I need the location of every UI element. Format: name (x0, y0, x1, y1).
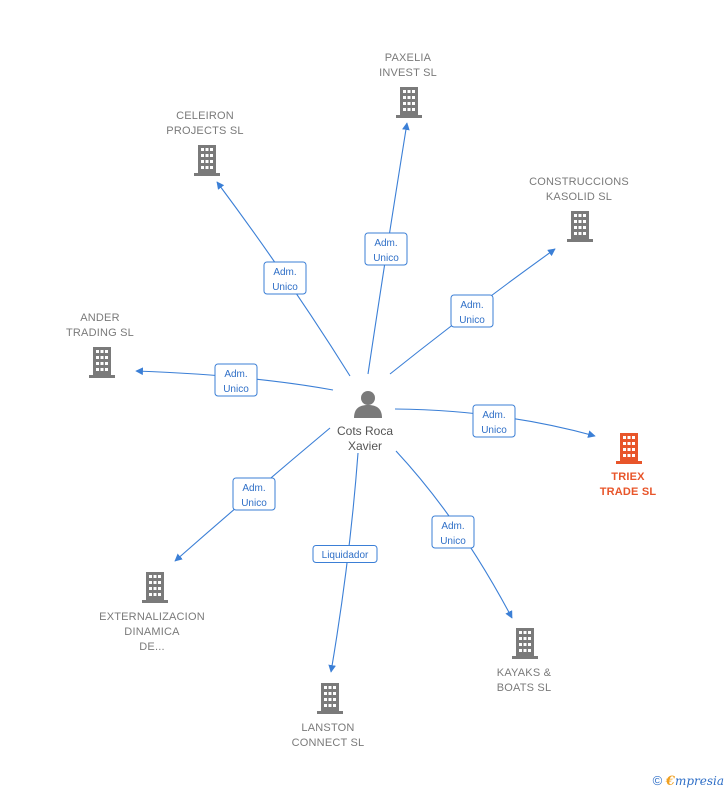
company-node-lanston[interactable]: LANSTON CONNECT SL (292, 683, 365, 749)
company-name-line: PROJECTS SL (166, 125, 243, 137)
edges-layer: Adm.UnicoAdm.UnicoAdm.UnicoAdm.UnicoAdm.… (135, 122, 596, 673)
building-icon (396, 87, 422, 118)
company-name-line: TRADE SL (600, 486, 657, 498)
role-label: Adm. (482, 410, 505, 421)
edge-construccions: Adm. Unico (389, 248, 556, 375)
role-label: Adm. (374, 238, 397, 249)
role-label: Adm. (441, 521, 464, 532)
company-name-line: TRADING SL (66, 327, 134, 339)
edge-triex: Adm. Unico (394, 404, 596, 438)
role-label: Unico (272, 282, 298, 293)
company-name-line: BOATS SL (497, 682, 552, 694)
role-box (431, 515, 475, 549)
edge-externalizacion: Adm. Unico (174, 427, 331, 562)
center-person-node[interactable]: Cots Roca Xavier (337, 391, 393, 453)
role-box (364, 232, 408, 266)
role-box (214, 363, 258, 397)
building-icon (317, 683, 343, 714)
role-box (312, 545, 378, 563)
company-node-kayaks[interactable]: KAYAKS & BOATS SL (497, 628, 552, 694)
role-label: Adm. (273, 267, 296, 278)
brand-name: mpresia (674, 774, 724, 788)
role-label: Unico (373, 253, 399, 264)
role-label: Unico (459, 315, 485, 326)
company-name-line: CELEIRON (176, 110, 234, 122)
building-icon (512, 628, 538, 659)
company-name-line: ANDER (80, 312, 120, 324)
company-name-line: KAYAKS & (497, 667, 552, 679)
building-icon (616, 433, 642, 464)
copyright-icon: © (652, 773, 663, 788)
company-name-line: TRIEX (611, 471, 645, 483)
edge-ander: Adm. Unico (135, 363, 334, 397)
company-name-line: LANSTON (301, 722, 354, 734)
role-label: Adm. (242, 483, 265, 494)
role-box (263, 261, 307, 295)
company-name-line: PAXELIA (385, 52, 432, 64)
role-box (472, 404, 516, 438)
edge-kayaks: Adm. Unico (395, 450, 513, 619)
company-name-line: INVEST SL (379, 67, 437, 79)
company-node-construccions[interactable]: CONSTRUCCIONS KASOLID SL (529, 176, 629, 242)
company-name-line: CONSTRUCCIONS (529, 176, 629, 188)
building-icon (194, 145, 220, 176)
company-node-paxelia[interactable]: PAXELIA INVEST SL (379, 52, 437, 118)
role-box (450, 294, 494, 328)
footer-brand: © €mpresia (653, 773, 724, 789)
nodes-layer: PAXELIA INVEST SL CELEIRON PROJECTS SL CONST… (66, 52, 656, 749)
company-name-line: CONNECT SL (292, 737, 365, 749)
edge-paxelia: Adm. Unico (364, 122, 410, 375)
edge-lanston: Liquidador (312, 452, 378, 673)
role-label: Unico (440, 536, 466, 547)
role-label: Adm. (460, 300, 483, 311)
company-node-celeiron[interactable]: CELEIRON PROJECTS SL (166, 110, 243, 176)
company-name-line: EXTERNALIZACION (99, 611, 205, 623)
role-box (232, 477, 276, 511)
role-label: Liquidador (322, 550, 369, 561)
building-icon (89, 347, 115, 378)
company-name-line: DE... (139, 641, 164, 653)
building-icon (567, 211, 593, 242)
company-node-triex[interactable]: TRIEX TRADE SL (600, 433, 657, 498)
company-node-externalizacion[interactable]: EXTERNALIZACION DINAMICA DE... (99, 572, 205, 653)
role-label: Unico (223, 384, 249, 395)
role-label: Adm. (224, 369, 247, 380)
company-node-ander[interactable]: ANDER TRADING SL (66, 312, 134, 378)
edge-celeiron: Adm. Unico (216, 181, 351, 377)
company-name-line: KASOLID SL (546, 191, 612, 203)
person-name-line-2: Xavier (348, 439, 382, 453)
role-label: Unico (481, 425, 507, 436)
person-name-line-1: Cots Roca (337, 424, 393, 438)
brand-logo-icon: € (665, 774, 675, 789)
role-label: Unico (241, 498, 267, 509)
person-icon (354, 391, 382, 418)
company-name-line: DINAMICA (124, 626, 180, 638)
building-icon (142, 572, 168, 603)
